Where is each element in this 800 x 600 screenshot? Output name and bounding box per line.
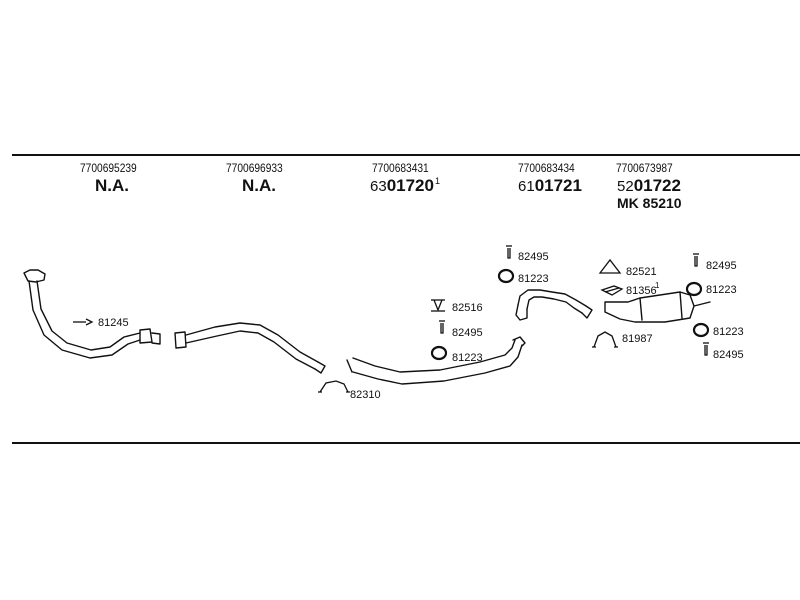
label-81356-sup: 1 xyxy=(655,281,660,290)
part-number-5: 7700673987 xyxy=(616,161,673,175)
label-81223: 81223 xyxy=(518,273,549,285)
code-5: 5201722 xyxy=(617,176,681,196)
code-3-main: 01720 xyxy=(386,176,434,195)
ring-icon xyxy=(430,345,448,361)
clamp-icon xyxy=(318,380,350,393)
bolt-icon xyxy=(506,245,512,259)
ring-icon xyxy=(692,322,710,338)
label-81987: 81987 xyxy=(622,333,653,345)
code-3-prefix: 63 xyxy=(370,178,387,195)
code-5-main: 01722 xyxy=(633,176,681,195)
ring-icon xyxy=(685,281,703,297)
bracket-icon xyxy=(431,299,445,312)
code-3-sup: 1 xyxy=(434,176,440,186)
seal-icon xyxy=(600,285,624,296)
ring-icon xyxy=(497,268,515,284)
bottom-rule xyxy=(12,442,800,444)
label-81223: 81223 xyxy=(706,284,737,296)
code-1: N.A. xyxy=(95,176,129,195)
label-81223: 81223 xyxy=(452,352,483,364)
code-5-prefix: 52 xyxy=(617,178,634,195)
bolt-icon xyxy=(693,253,699,267)
clamp-icon xyxy=(592,331,618,348)
label-82495: 82495 xyxy=(518,251,549,263)
code-4: 6101721 xyxy=(518,176,582,196)
label-82310: 82310 xyxy=(350,389,381,401)
code-4-prefix: 61 xyxy=(518,178,535,195)
part-number-4: 7700683434 xyxy=(518,161,575,175)
label-81356: 81356 xyxy=(626,285,657,297)
rear-silencer xyxy=(604,291,711,323)
label-81245: 81245 xyxy=(98,317,129,329)
label-82521: 82521 xyxy=(626,266,657,278)
bolt-icon xyxy=(439,320,445,334)
code-2: N.A. xyxy=(242,176,276,195)
part-number-2: 7700696933 xyxy=(226,161,283,175)
intermediate-pipe xyxy=(174,322,326,374)
hanger-icon xyxy=(598,258,622,274)
arrow-icon xyxy=(73,318,94,326)
label-82495: 82495 xyxy=(706,260,737,272)
tailpipe-bend xyxy=(515,289,593,321)
part-number-3: 7700683431 xyxy=(372,161,429,175)
front-downpipe xyxy=(23,269,161,359)
label-81223: 81223 xyxy=(713,326,744,338)
top-rule xyxy=(12,154,800,156)
center-pipe xyxy=(346,336,526,385)
code-5-extra: MK 85210 xyxy=(617,195,682,211)
label-82516: 82516 xyxy=(452,302,483,314)
bolt-icon xyxy=(703,342,709,356)
part-number-1: 7700695239 xyxy=(80,161,137,175)
label-82495: 82495 xyxy=(713,349,744,361)
code-3: 63017201 xyxy=(370,176,440,196)
label-82495: 82495 xyxy=(452,327,483,339)
code-4-main: 01721 xyxy=(534,176,582,195)
